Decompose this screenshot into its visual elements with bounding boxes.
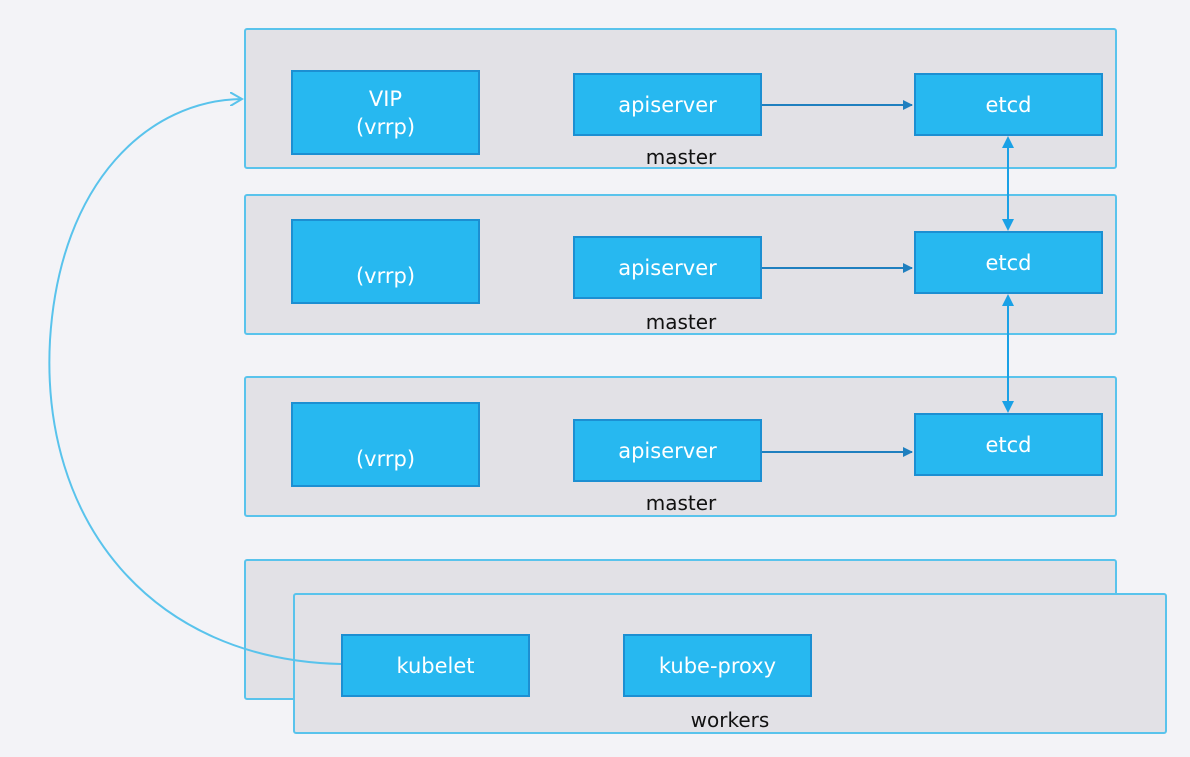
vrrp-label: (vrrp) (355, 263, 416, 288)
etcd-node-1: etcd (914, 73, 1103, 136)
vrrp-node-2: (vrrp) (291, 219, 480, 304)
kubelet-label: kubelet (396, 653, 475, 678)
master-caption-3: master (645, 491, 717, 515)
etcd-label: etcd (985, 432, 1032, 457)
etcd-node-2: etcd (914, 231, 1103, 294)
vrrp-node-3: (vrrp) (291, 402, 480, 487)
vrrp-node-1: VIP (vrrp) (291, 70, 480, 155)
apiserver-node-2: apiserver (573, 236, 762, 299)
apiserver-label: apiserver (618, 438, 717, 463)
vip-label: VIP (368, 86, 403, 111)
apiserver-label: apiserver (618, 255, 717, 280)
kube-proxy-node: kube-proxy (623, 634, 812, 697)
vrrp-label: (vrrp) (355, 446, 416, 471)
master-caption-1: master (645, 145, 717, 169)
apiserver-node-1: apiserver (573, 73, 762, 136)
apiserver-label: apiserver (618, 92, 717, 117)
etcd-label: etcd (985, 92, 1032, 117)
kube-proxy-label: kube-proxy (658, 653, 777, 678)
master-caption-2: master (645, 310, 717, 334)
etcd-label: etcd (985, 250, 1032, 275)
vrrp-label: (vrrp) (355, 114, 416, 139)
kubelet-node: kubelet (341, 634, 530, 697)
etcd-node-3: etcd (914, 413, 1103, 476)
kubelet-to-vip-curve (48, 99, 342, 665)
workers-caption: workers (690, 708, 770, 732)
apiserver-node-3: apiserver (573, 419, 762, 482)
